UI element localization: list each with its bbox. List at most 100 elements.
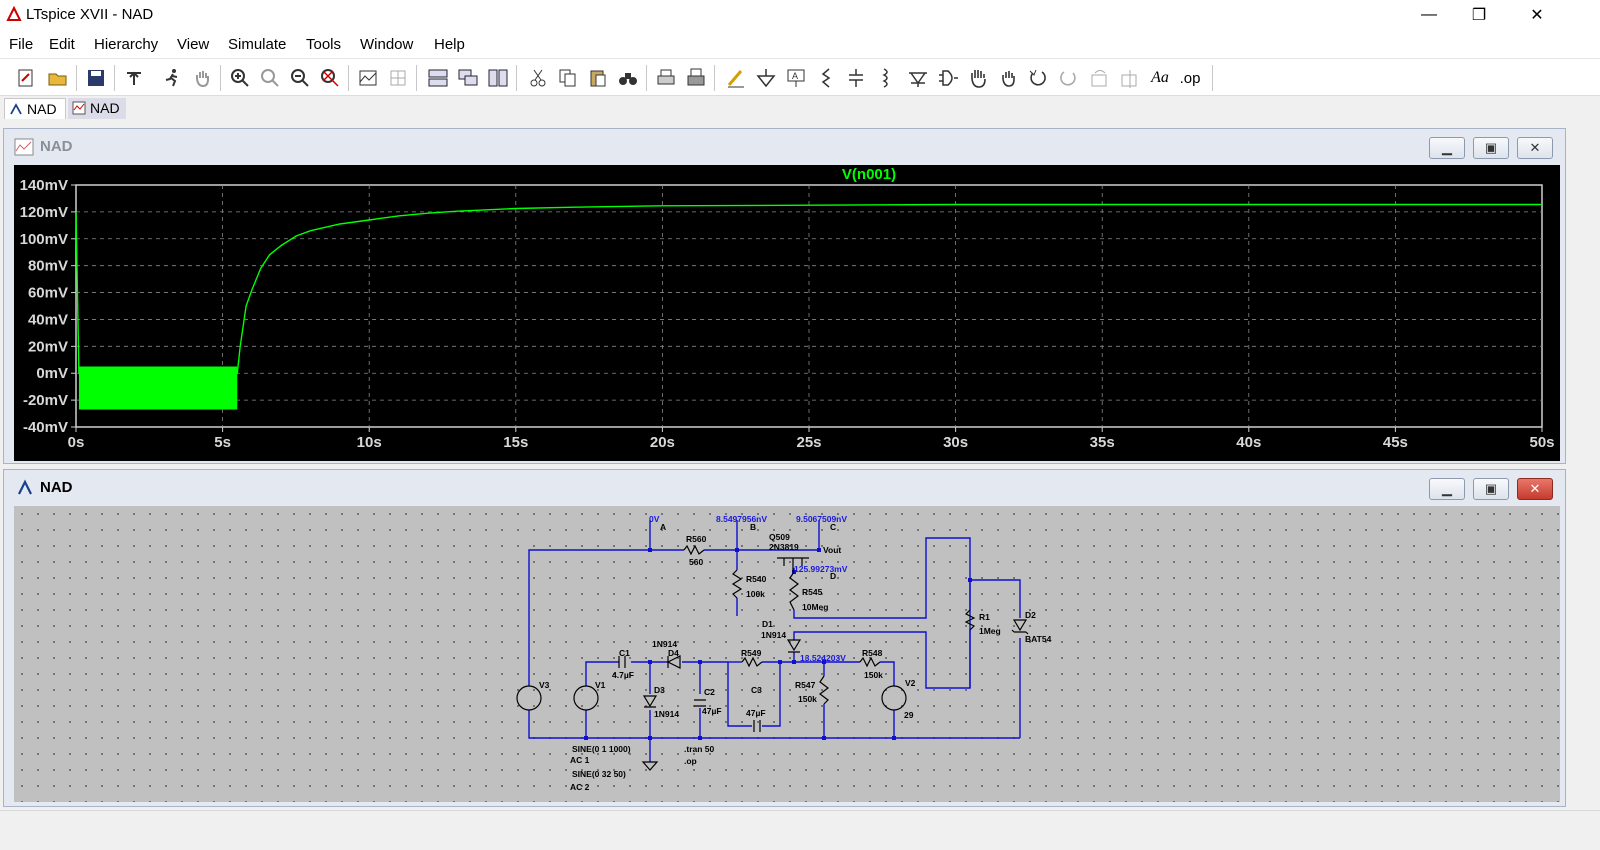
tile-vertical-button[interactable] <box>484 64 512 92</box>
ground-button[interactable] <box>752 64 780 92</box>
open-button[interactable] <box>44 64 72 92</box>
text-button[interactable]: Aa <box>1146 64 1174 92</box>
close-button[interactable]: ✕ <box>1514 0 1560 30</box>
print-setup-button[interactable] <box>682 64 710 92</box>
find-icon <box>619 73 637 85</box>
cut-icon <box>530 69 546 87</box>
halt-button[interactable] <box>188 64 216 92</box>
run-button[interactable] <box>158 64 186 92</box>
print-setup-icon <box>687 68 705 86</box>
y-tick-label: 0mV <box>36 365 68 382</box>
move-button[interactable] <box>964 64 992 92</box>
spice-directive-button[interactable]: .op <box>1176 64 1204 92</box>
component-button[interactable] <box>934 64 962 92</box>
menu-simulate[interactable]: Simulate <box>228 36 287 53</box>
wave-maximize-button[interactable]: ▣ <box>1473 137 1509 159</box>
cut-button[interactable] <box>524 64 552 92</box>
menu-file[interactable]: File <box>9 36 34 53</box>
autorange-button[interactable] <box>354 64 382 92</box>
resistor-button[interactable] <box>812 64 840 92</box>
find-button[interactable] <box>614 64 642 92</box>
x-tick-label: 10s <box>357 434 382 451</box>
open-icon <box>48 73 67 86</box>
restore-icon: ❐ <box>1471 7 1487 24</box>
maximize-icon: ▣ <box>1484 140 1498 155</box>
wire-button[interactable] <box>722 64 750 92</box>
label-d4: D4 <box>668 648 679 658</box>
tab-schematic[interactable]: NAD <box>4 98 66 119</box>
y-tick-label: 80mV <box>28 258 68 275</box>
print-button[interactable] <box>652 64 680 92</box>
menu-window[interactable]: Window <box>360 36 414 53</box>
waveform-window-icon <box>14 138 34 156</box>
wave-close-button[interactable]: ✕ <box>1517 137 1553 159</box>
tile-vertical-icon <box>488 69 508 87</box>
diode-icon <box>909 72 927 87</box>
document-tabs: NAD NAD <box>0 96 1600 120</box>
cascade-button[interactable] <box>454 64 482 92</box>
new-schematic-button[interactable] <box>12 64 40 92</box>
schematic-canvas[interactable]: R560 560 Q509 2N3819 R540 100k R545 10Me… <box>14 506 1560 802</box>
minimize-button[interactable]: — <box>1406 0 1452 30</box>
sch-maximize-button[interactable]: ▣ <box>1473 478 1509 500</box>
sch-close-button[interactable]: ✕ <box>1517 478 1553 500</box>
trace-title: V(n001) <box>842 166 896 183</box>
window-title: LTspice XVII - NAD <box>26 6 154 23</box>
menu-tools[interactable]: Tools <box>306 36 342 53</box>
label-net-a: A <box>660 522 666 532</box>
component-labels: R560 560 Q509 2N3819 R540 100k R545 10Me… <box>539 522 1052 792</box>
menu-help[interactable]: Help <box>434 36 465 53</box>
label-c3-value: 47µF <box>746 708 766 718</box>
redo-button[interactable] <box>1054 64 1082 92</box>
zoom-in-button[interactable] <box>226 64 254 92</box>
x-tick-label: 0s <box>68 434 85 451</box>
label-net-button[interactable]: A <box>782 64 810 92</box>
schematic-window: NAD ▁ ▣ ✕ <box>3 469 1566 807</box>
x-tick-label: 50s <box>1529 434 1554 451</box>
label-d3-type: 1N914 <box>654 709 679 719</box>
label-d1: D1 <box>762 619 773 629</box>
menu-view[interactable]: View <box>177 36 210 53</box>
grid-button[interactable] <box>384 64 412 92</box>
copy-button[interactable] <box>554 64 582 92</box>
label-d2: D2 <box>1025 610 1036 620</box>
minimize-icon: ▁ <box>1442 140 1452 155</box>
schematic-drawing[interactable]: R560 560 Q509 2N3819 R540 100k R545 10Me… <box>14 506 1560 802</box>
mirror-icon <box>1121 70 1137 88</box>
grid-icon <box>390 70 406 86</box>
zoom-pan-button[interactable] <box>256 64 284 92</box>
label-d3: D3 <box>654 685 665 695</box>
trace-line <box>75 203 1542 374</box>
print-icon <box>657 69 675 85</box>
inductor-button[interactable] <box>872 64 900 92</box>
sch-minimize-button[interactable]: ▁ <box>1429 478 1465 500</box>
diode-button[interactable] <box>904 64 932 92</box>
paste-button[interactable] <box>584 64 612 92</box>
wave-minimize-button[interactable]: ▁ <box>1429 137 1465 159</box>
capacitor-button[interactable] <box>842 64 870 92</box>
capacitor-icon <box>849 69 863 87</box>
label-r540-value: 100k <box>746 589 765 599</box>
tab-waveform[interactable]: NAD <box>68 98 126 119</box>
menu-edit[interactable]: Edit <box>49 36 75 53</box>
maximize-button[interactable]: ❐ <box>1456 0 1502 30</box>
voltage-node-c: 9.5067509nV <box>796 514 847 524</box>
undo-button[interactable] <box>1024 64 1052 92</box>
components <box>516 544 1029 771</box>
menu-hierarchy[interactable]: Hierarchy <box>94 36 159 53</box>
drag-button[interactable] <box>994 64 1022 92</box>
label-r540: R540 <box>746 574 767 584</box>
zoom-fit-button[interactable] <box>316 64 344 92</box>
tile-horizontal-button[interactable] <box>424 64 452 92</box>
control-panel-button[interactable] <box>120 64 148 92</box>
zoom-out-button[interactable] <box>286 64 314 92</box>
rotate-button[interactable] <box>1086 64 1114 92</box>
mirror-button[interactable] <box>1116 64 1144 92</box>
label-r560: R560 <box>686 534 707 544</box>
label-ac2: AC 2 <box>570 782 590 792</box>
save-button[interactable] <box>82 64 110 92</box>
label-r548: R548 <box>862 648 883 658</box>
inductor-icon <box>882 68 888 88</box>
